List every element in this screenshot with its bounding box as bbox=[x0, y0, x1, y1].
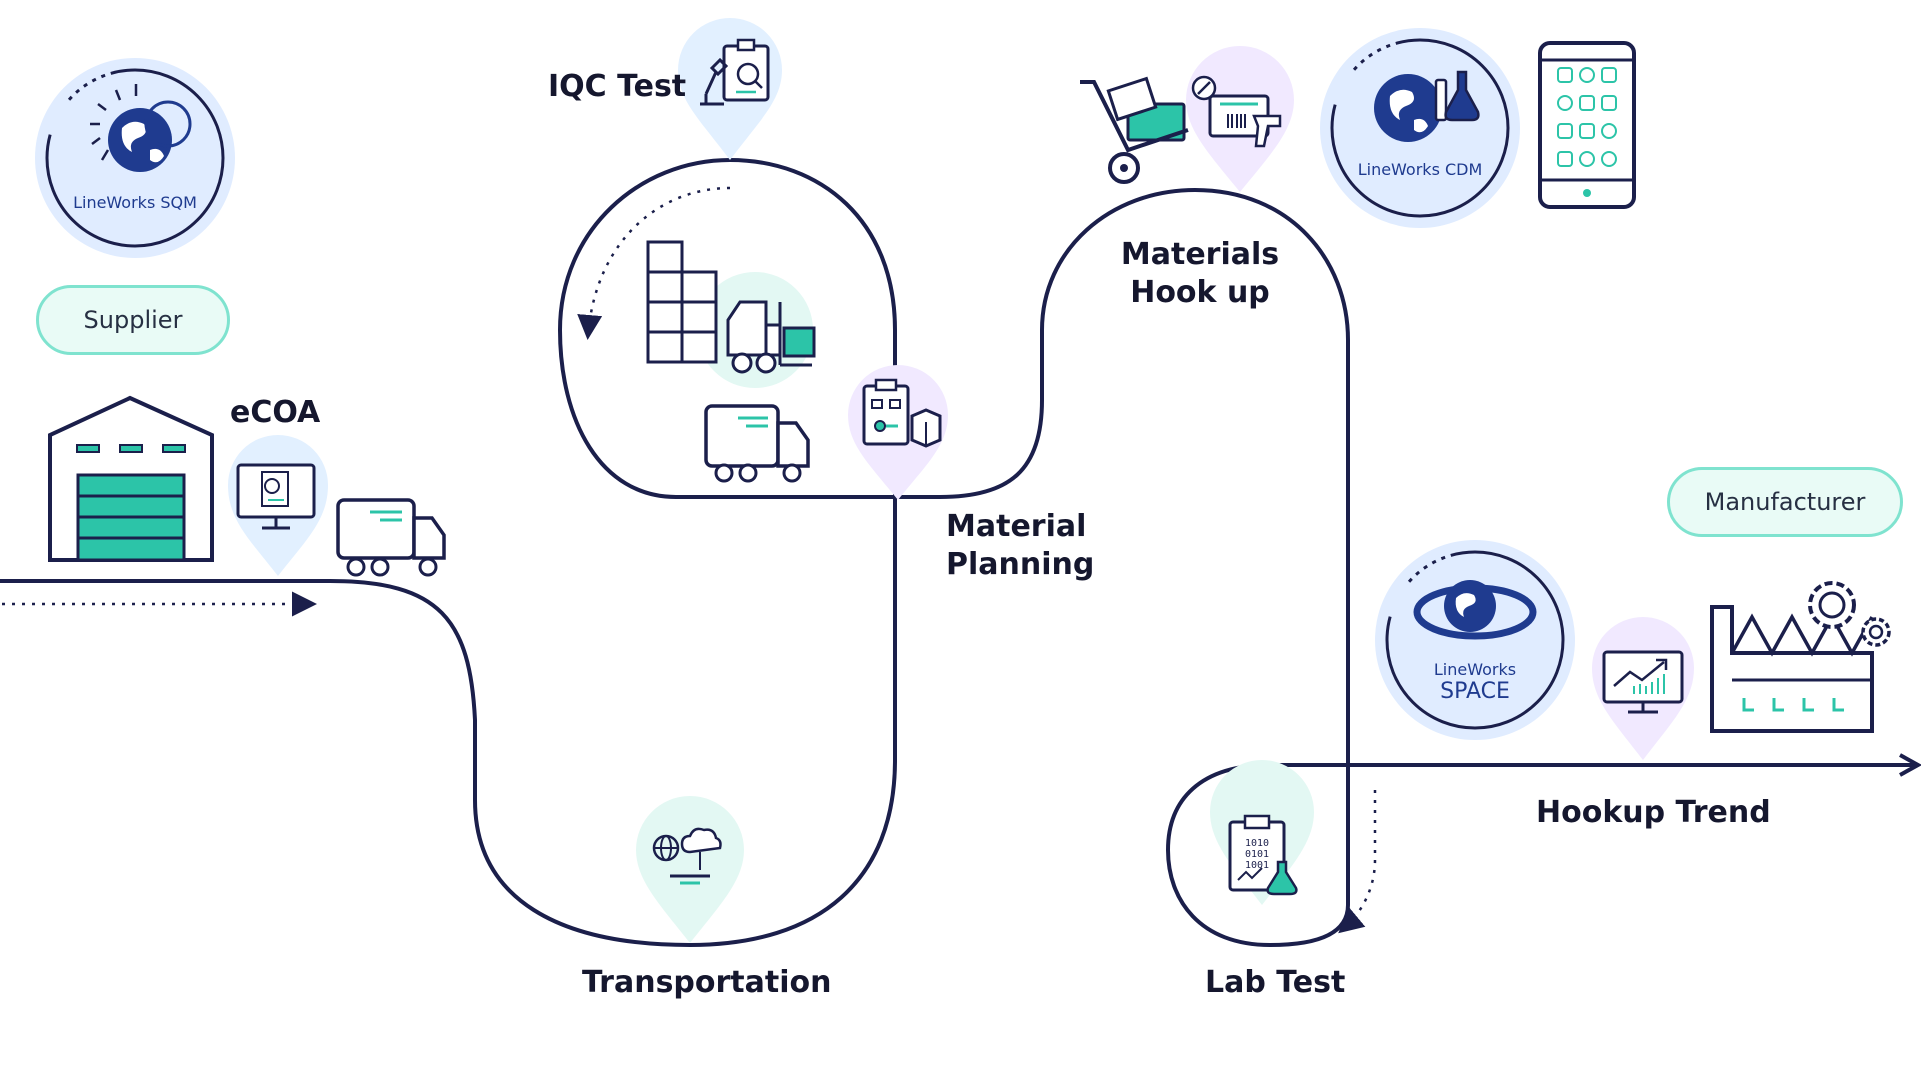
manufacturer-pill: Manufacturer bbox=[1667, 467, 1903, 537]
dotted-arrow-iqc bbox=[577, 186, 731, 340]
space-badge-line1: LineWorks bbox=[1434, 660, 1516, 679]
material-planning-label: Material Planning bbox=[946, 508, 1094, 584]
ecoa-label: eCOA bbox=[230, 395, 321, 430]
supplier-pill: Supplier bbox=[36, 285, 230, 355]
transportation-label: Transportation bbox=[582, 965, 832, 1000]
ecoa-pin bbox=[228, 435, 328, 576]
material-planning-line1: Material bbox=[946, 509, 1087, 544]
route-path bbox=[0, 158, 1915, 947]
material-planning-pin bbox=[848, 365, 948, 500]
materials-hookup-pin bbox=[1186, 46, 1294, 192]
transportation-pin bbox=[636, 796, 744, 943]
materials-hookup-line1: Materials bbox=[1120, 237, 1280, 272]
hand-truck-icon bbox=[1080, 76, 1189, 184]
iqc-pin bbox=[678, 18, 782, 160]
globe-orbit-icon bbox=[1413, 580, 1537, 640]
lab-code-line2: 0101 bbox=[1245, 849, 1269, 860]
lab-clipboard-icon: 1010 0101 1001 bbox=[1228, 814, 1298, 896]
microscope-clipboard-icon bbox=[700, 38, 770, 106]
truck-icon bbox=[336, 498, 446, 577]
route-end-arrow bbox=[1899, 753, 1921, 777]
lab-code-line1: 1010 bbox=[1245, 838, 1269, 849]
truck-icon bbox=[704, 404, 810, 483]
boxes-forklift-icon bbox=[646, 240, 816, 388]
material-planning-line2: Planning bbox=[946, 547, 1095, 582]
flowchart-clipboard-icon bbox=[862, 378, 942, 448]
materials-hookup-label: Materials Hook up bbox=[1110, 236, 1290, 312]
monitor-document-icon bbox=[236, 463, 316, 530]
materials-hookup-line2: Hook up bbox=[1130, 275, 1270, 310]
trend-monitor-icon bbox=[1602, 650, 1684, 714]
lineworks-sqm-badge: LineWorks SQM bbox=[35, 58, 235, 258]
space-badge-line2: SPACE bbox=[1440, 679, 1510, 704]
sqm-badge-name: LineWorks SQM bbox=[73, 193, 197, 212]
hookup-trend-label: Hookup Trend bbox=[1536, 795, 1771, 830]
globe-signal-icon bbox=[90, 84, 192, 172]
cdm-badge-name: LineWorks CDM bbox=[1358, 160, 1483, 179]
dotted-arrow-lab bbox=[1338, 790, 1377, 934]
hookup-trend-pin bbox=[1592, 617, 1694, 760]
lab-test-pin: 1010 0101 1001 bbox=[1210, 760, 1314, 905]
smartphone-apps-icon bbox=[1538, 41, 1636, 209]
globe-chemistry-icon bbox=[1374, 70, 1480, 142]
factory-gear-icon bbox=[1710, 581, 1891, 733]
lab-code-line3: 1001 bbox=[1245, 860, 1269, 871]
barcode-scanner-icon bbox=[1191, 75, 1282, 148]
warehouse-icon bbox=[48, 395, 214, 562]
lineworks-space-badge: LineWorks SPACE bbox=[1375, 540, 1575, 740]
globe-cloud-icon bbox=[652, 827, 722, 885]
lineworks-cdm-badge: LineWorks CDM bbox=[1320, 28, 1520, 228]
iqc-test-label: IQC Test bbox=[548, 69, 687, 104]
lab-test-label: Lab Test bbox=[1205, 965, 1346, 1000]
